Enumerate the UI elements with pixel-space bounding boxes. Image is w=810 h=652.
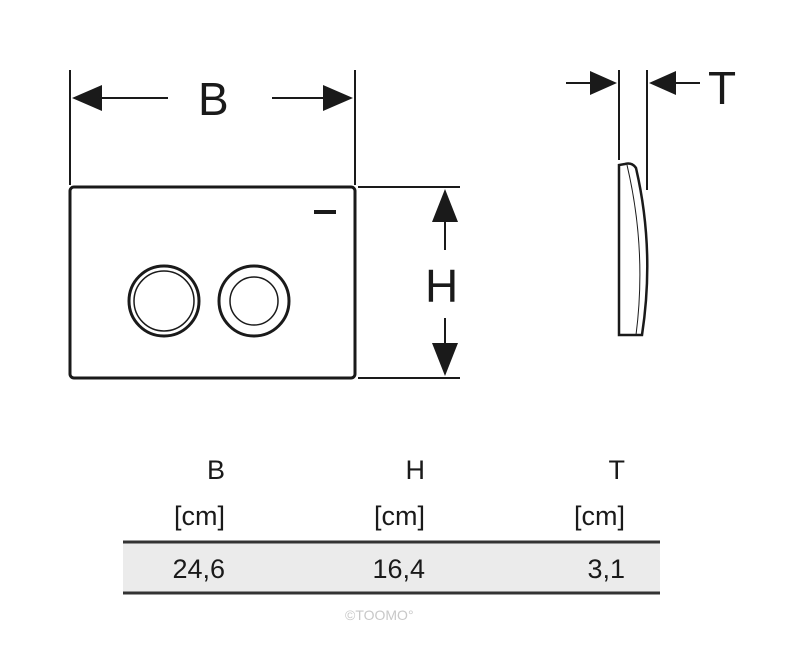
arrow-left-icon xyxy=(72,85,102,111)
header-b: B xyxy=(206,455,225,485)
flush-button-small-inner xyxy=(229,276,279,326)
value-b: 24,6 xyxy=(172,554,225,584)
label-width: B xyxy=(198,73,229,125)
unit-b: [cm] xyxy=(174,501,225,531)
flush-plate-side xyxy=(617,162,649,337)
label-thickness: T xyxy=(708,62,737,114)
label-height: H xyxy=(425,260,459,312)
value-h: 16,4 xyxy=(372,554,425,584)
flush-button-small xyxy=(217,264,291,338)
watermark: ©TOOMO° xyxy=(345,607,414,623)
flush-button-large xyxy=(127,264,201,338)
header-h: H xyxy=(405,455,426,485)
arrow-right-icon xyxy=(590,71,617,95)
arrow-down-icon xyxy=(432,343,458,376)
flush-plate-side-curve xyxy=(626,164,641,336)
unit-t: [cm] xyxy=(574,501,625,531)
header-t: T xyxy=(608,455,626,485)
unit-h: [cm] xyxy=(374,501,425,531)
value-t: 3,1 xyxy=(587,554,625,584)
flush-button-large-inner xyxy=(133,270,195,332)
flush-plate-front xyxy=(68,185,357,380)
arrow-up-icon xyxy=(432,189,458,222)
table-row-bg xyxy=(123,542,660,592)
arrow-left-icon xyxy=(649,71,676,95)
arrow-right-icon xyxy=(323,85,353,111)
